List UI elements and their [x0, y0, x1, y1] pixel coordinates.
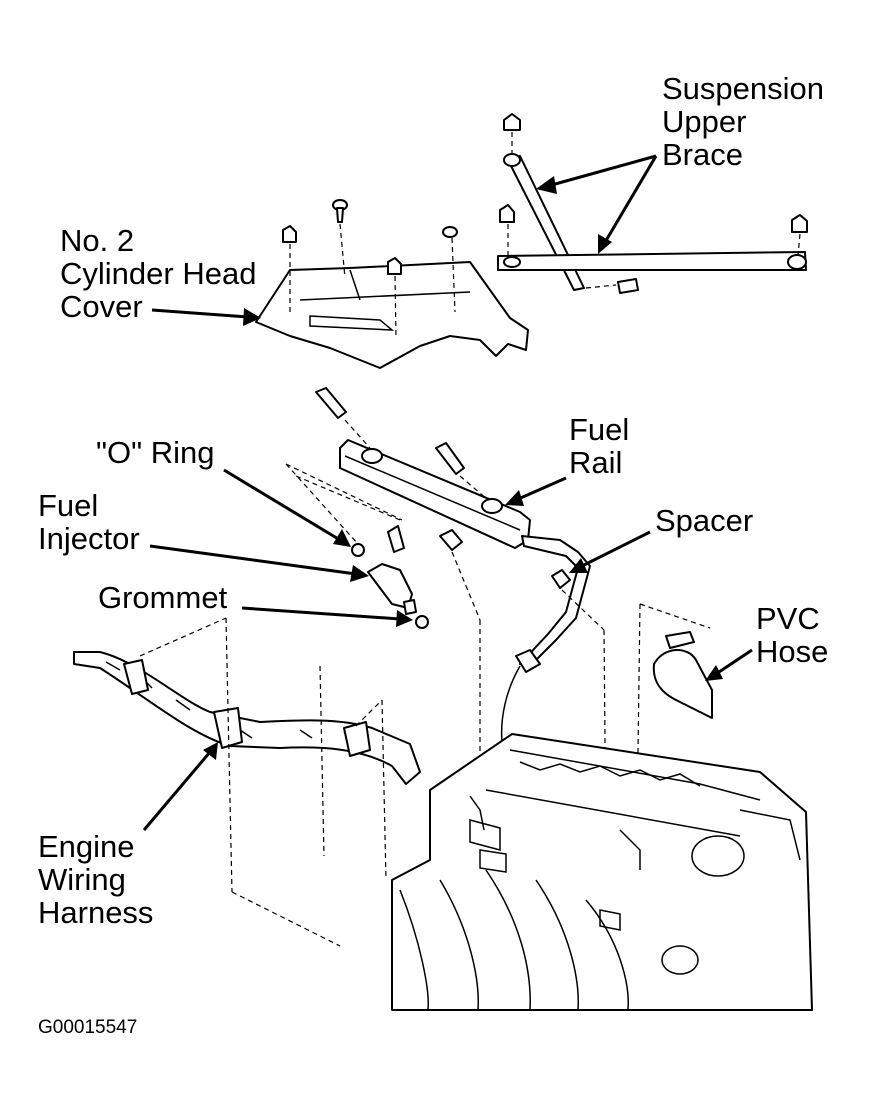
label-line: Grommet: [98, 580, 228, 615]
label-grommet: Grommet: [98, 581, 227, 614]
label-line: Upper: [662, 104, 747, 139]
fuel-injector-assembly: [285, 463, 429, 629]
label-fuel-injector: Fuel Injector: [38, 489, 140, 555]
label-cylinder-head-cover: No. 2 Cylinder Head Cover: [60, 224, 256, 323]
label-line: Cylinder Head: [60, 256, 257, 291]
leader-lines: [142, 154, 753, 831]
label-line: Engine: [38, 829, 135, 864]
label-line: Rail: [569, 445, 623, 480]
pvc-hose: [635, 603, 713, 901]
label-line: Wiring: [38, 862, 126, 897]
figure-code: G00015547: [38, 1017, 138, 1038]
label-engine-wiring-harness: Engine Wiring Harness: [38, 830, 153, 929]
label-line: Suspension: [662, 71, 825, 106]
label-line: "O" Ring: [96, 435, 215, 470]
engine-block: [391, 733, 813, 1011]
label-line: Harness: [38, 895, 154, 930]
cylinder-head-cover: [255, 199, 529, 369]
label-spacer: Spacer: [655, 504, 753, 537]
label-line: Cover: [60, 289, 143, 324]
engine-wiring-harness: [73, 617, 421, 947]
label-line: Fuel: [38, 488, 99, 523]
label-suspension-upper-brace: Suspension Upper Brace: [662, 72, 824, 171]
label-fuel-rail: Fuel Rail: [569, 413, 629, 479]
label-line: Hose: [756, 634, 829, 669]
label-o-ring: "O" Ring: [96, 436, 215, 469]
label-line: No. 2: [60, 223, 135, 258]
label-line: Spacer: [655, 503, 754, 538]
label-line: Brace: [662, 137, 743, 172]
suspension-upper-brace: [497, 113, 808, 294]
label-line: Fuel: [569, 412, 630, 447]
fuel-rail: [315, 387, 591, 743]
label-line: Injector: [38, 521, 140, 556]
label-pvc-hose: PVC Hose: [756, 602, 828, 668]
label-line: PVC: [756, 601, 820, 636]
